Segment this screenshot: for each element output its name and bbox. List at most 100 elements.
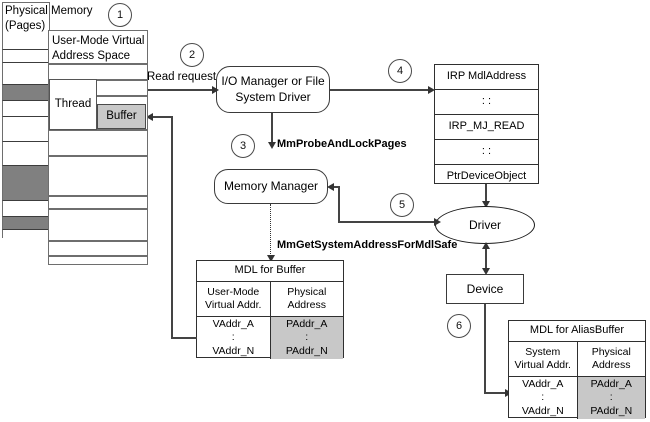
user-mode-divider xyxy=(48,95,148,97)
memory-page-cell xyxy=(2,36,50,50)
memory-page-cell xyxy=(2,117,50,142)
memory-page-cell-shaded xyxy=(2,85,50,101)
mdl-buffer-paddr-n: PAddr_N xyxy=(285,344,328,357)
thread-label: Thread xyxy=(54,98,92,111)
step-circle-1: 1 xyxy=(108,3,132,27)
mdl-alias-physical-values: PAddr_A : PAddr_N xyxy=(577,377,645,419)
mdl-alias-header-virtual-line1: System xyxy=(525,345,561,358)
read-request-arrowhead xyxy=(212,85,219,94)
mdl-buffer-title-row: MDL for Buffer xyxy=(197,261,343,282)
driver-label: Driver xyxy=(469,218,501,232)
mdl-to-buffer-h-lower xyxy=(171,337,197,339)
driver-to-mm-h-upper xyxy=(333,186,339,188)
mdl-buffer-vaddr-a: VAddr_A xyxy=(212,318,254,331)
irp-table-row: IRP_MJ_READ xyxy=(435,115,538,140)
mdl-buffer-header-row: User-Mode Virtual Addr. Physical Address xyxy=(197,282,343,317)
irp-to-driver-line xyxy=(485,184,487,204)
io-manager-node: I/O Manager or File System Driver xyxy=(216,66,330,113)
mm-get-system-address-label: MmGetSystemAddressForMdlSafe xyxy=(277,238,457,252)
memory-page-cell xyxy=(2,230,50,238)
memory-manager-node: Memory Manager xyxy=(214,169,328,204)
user-mode-divider xyxy=(48,195,148,197)
step-circle-2: 2 xyxy=(180,43,204,67)
mdl-alias-header-virtual-line2: Virtual Addr. xyxy=(514,359,571,371)
user-mode-divider xyxy=(48,79,148,81)
step-5-label: 5 xyxy=(398,199,406,211)
irp-table-row: : : xyxy=(435,140,538,165)
mdl-alias-paddr-n: PAddr_N xyxy=(590,404,633,417)
irp-table-row: IRP MdlAddress xyxy=(435,65,538,90)
user-mode-column xyxy=(48,30,148,265)
io-to-mm-line xyxy=(271,113,273,145)
step-circle-4: 4 xyxy=(388,59,412,83)
mdl-buffer-title: MDL for Buffer xyxy=(234,264,306,277)
step-6-label: 6 xyxy=(455,320,463,332)
mdl-alias-header-physical: Physical Address xyxy=(578,342,646,376)
device-label: Device xyxy=(466,281,504,296)
memory-page-cell xyxy=(2,101,50,117)
driver-device-line xyxy=(485,244,487,272)
mdl-buffer-vaddr-n: VAddr_N xyxy=(212,344,255,357)
driver-node: Driver xyxy=(435,206,535,244)
mdl-alias-header-physical-line1: Physical xyxy=(591,345,631,358)
mdl-alias-header-physical-line2: Address xyxy=(591,359,631,371)
buffer-label: Buffer xyxy=(106,110,137,123)
read-request-arrow-line xyxy=(148,89,214,91)
mdl-alias-values-row: VAddr_A : VAddr_N PAddr_A : PAddr_N xyxy=(509,377,645,419)
device-to-alias-horizontal xyxy=(484,392,509,394)
mdl-alias-header-virtual: System Virtual Addr. xyxy=(509,342,578,376)
mdl-for-aliasbuffer-table: MDL for AliasBuffer System Virtual Addr.… xyxy=(508,320,646,419)
irp-ptrdeviceobject-cell: PtrDeviceObject xyxy=(446,170,527,183)
irp-table-row: PtrDeviceObject xyxy=(435,165,538,189)
memory-page-cell xyxy=(2,142,50,166)
step-circle-3: 3 xyxy=(231,134,255,158)
mm-probe-and-lock-pages-label: MmProbeAndLockPages xyxy=(277,137,407,151)
get-system-address-text: MmGetSystemAddressForMdlSafe xyxy=(277,239,458,251)
mdl-buffer-header-physical: Physical Address xyxy=(271,282,344,316)
driver-device-arrowhead-down xyxy=(481,268,490,275)
user-mode-divider xyxy=(48,255,148,257)
driver-to-mm-h-lower xyxy=(338,221,438,223)
irp-ellipsis-cell: : : xyxy=(481,95,492,108)
driver-to-mm-arrowhead xyxy=(327,182,334,191)
mdl-buffer-paddr-a: PAddr_A xyxy=(286,318,328,331)
driver-device-arrowhead-up xyxy=(481,242,490,249)
mdl-buffer-vaddr-ellipsis: : xyxy=(231,331,235,344)
memory-manager-label: Memory Manager xyxy=(223,178,319,193)
irp-mj-read-cell: IRP_MJ_READ xyxy=(448,120,525,133)
device-to-alias-vertical xyxy=(484,304,486,393)
mdl-buffer-paddr-ellipsis: : xyxy=(305,331,309,344)
step-circle-6: 6 xyxy=(447,314,471,338)
user-mode-divider xyxy=(48,240,148,242)
mdl-buffer-virtual-values: VAddr_A : VAddr_N xyxy=(197,317,271,359)
irp-to-driver-arrowhead xyxy=(481,201,490,208)
user-mode-divider xyxy=(48,129,148,131)
mdl-alias-paddr-a: PAddr_A xyxy=(590,378,632,391)
mdl-alias-virtual-values: VAddr_A : VAddr_N xyxy=(509,377,578,419)
physical-memory-label: Physical Memory (Pages) xyxy=(5,4,100,34)
memory-page-cell xyxy=(2,201,50,217)
step-1-label: 1 xyxy=(116,9,124,21)
mdl-for-buffer-table: MDL for Buffer User-Mode Virtual Addr. P… xyxy=(196,260,344,359)
user-mode-label: User-Mode Virtual Address Space xyxy=(52,34,148,64)
io-manager-line2: System Driver xyxy=(235,89,311,104)
mdl-alias-vaddr-ellipsis: : xyxy=(541,391,545,404)
mdl-alias-header-row: System Virtual Addr. Physical Address xyxy=(509,342,645,377)
step-4-label: 4 xyxy=(396,65,404,77)
read-request-label: Read request xyxy=(147,70,216,85)
mdl-buffer-header-virtual-line1: User-Mode xyxy=(207,285,260,298)
memory-page-cell-shaded xyxy=(2,166,50,201)
user-mode-divider xyxy=(48,63,148,65)
user-mode-label-line1: User-Mode Virtual xyxy=(52,35,145,47)
irp-table: IRP MdlAddress : : IRP_MJ_READ : : PtrDe… xyxy=(434,64,539,184)
io-manager-line1: I/O Manager or File xyxy=(221,73,325,88)
io-to-irp-arrowhead xyxy=(428,85,435,94)
io-to-mm-arrowhead xyxy=(267,142,276,149)
step-3-label: 3 xyxy=(239,140,247,152)
user-mode-divider xyxy=(48,155,148,157)
step-circle-5: 5 xyxy=(390,193,414,217)
mdl-buffer-header-physical-line1: Physical xyxy=(287,285,327,298)
mdl-buffer-values-row: VAddr_A : VAddr_N PAddr_A : PAddr_N xyxy=(197,317,343,359)
mdl-alias-vaddr-a: VAddr_A xyxy=(522,378,564,391)
